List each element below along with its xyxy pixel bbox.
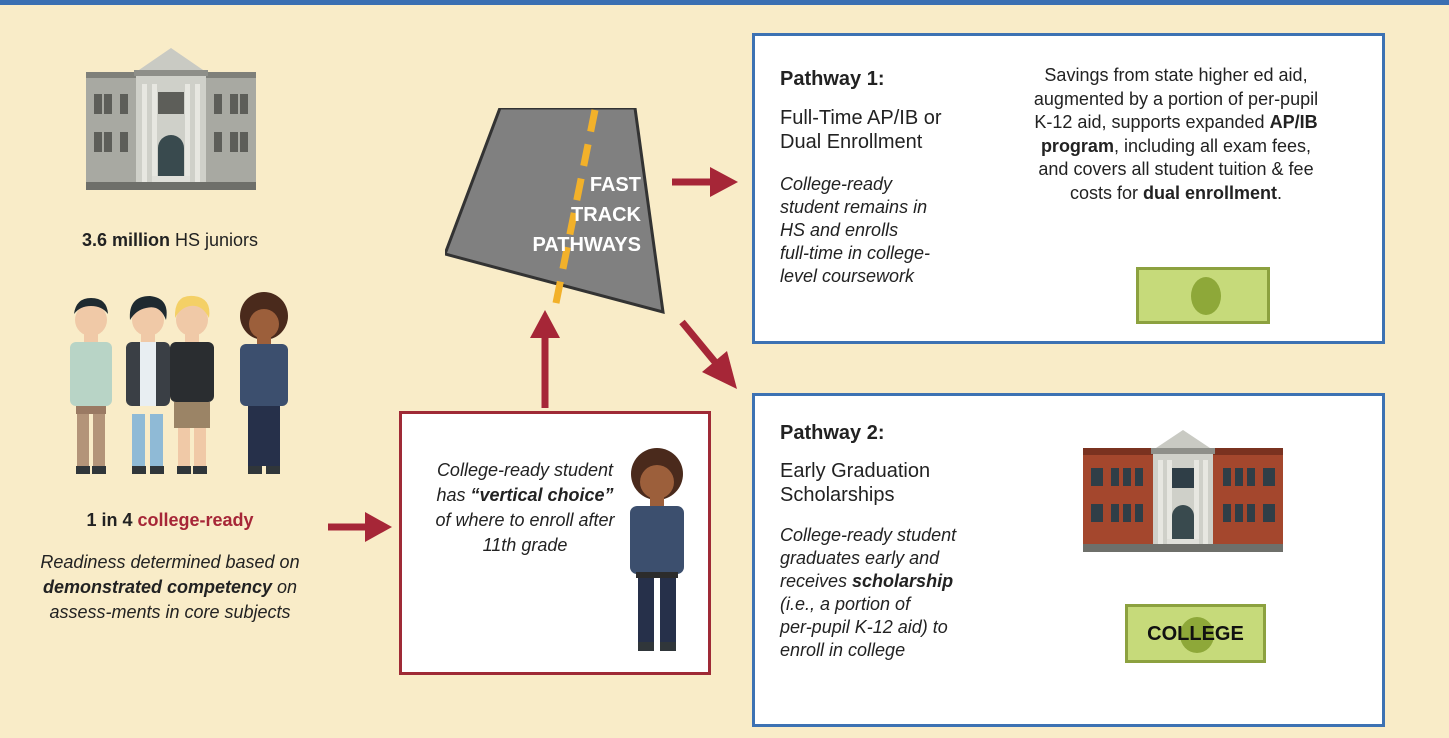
students-group-icon: [70, 292, 288, 474]
college-bill-icon: COLLEGE: [1125, 604, 1266, 663]
fast-track-line-1: FAST: [589, 174, 641, 196]
pathway-2-desc-line-5: per-pupil K-12 aid) to: [780, 617, 948, 637]
pathway-1-desc-line-2: student remains in: [780, 197, 928, 217]
pathway-1-desc-line-4: full-time in college-: [780, 243, 931, 263]
pathway-2-description: College-ready student graduates early an…: [780, 524, 956, 662]
college-ready-stat: 1 in 4 college-ready: [40, 510, 300, 531]
pathway-1-subtitle: Full-Time AP/IB or Dual Enrollment: [780, 106, 942, 154]
pathway-1-subtitle-line-1: Full-Time AP/IB or: [780, 107, 942, 129]
pathway-2-subtitle-line-2: Scholarships: [780, 484, 895, 506]
student-figure-icon: [630, 448, 684, 651]
savings-bold-dual: dual enrollment: [1143, 182, 1278, 203]
savings-text-3: .: [1277, 182, 1283, 203]
pathway-2-desc-line-6: enroll in college: [780, 640, 906, 660]
pathway-2-desc-line-3: receives scholarship: [780, 570, 956, 593]
pathway-1-box: [752, 33, 1385, 344]
pathway-1-title: Pathway 1:: [780, 68, 885, 90]
pathway-1-description: College-ready student remains in HS and …: [780, 173, 930, 288]
pathway-1-subtitle-line-2: Dual Enrollment: [780, 131, 923, 153]
pathway-2-desc-line-2: graduates early and: [780, 548, 940, 568]
pathway-2-title: Pathway 2:: [780, 422, 885, 444]
juniors-stat: 3.6 million HS juniors: [40, 230, 300, 251]
choice-text-2: of where to enroll after 11th grade: [435, 510, 615, 555]
juniors-count: 3.6 million: [81, 230, 170, 250]
college-building-icon: [1083, 430, 1283, 552]
choice-text-1: College-ready student has: [436, 460, 614, 505]
juniors-label: HS juniors: [170, 230, 259, 250]
savings-bold-ap-ib: AP/IB program: [1040, 112, 1318, 156]
college-ready-prefix: 1 in 4: [86, 510, 138, 530]
readiness-bold: demonstrated competency: [42, 577, 273, 597]
high-school-building-icon: [86, 48, 256, 190]
fast-track-road-icon: [445, 108, 665, 314]
pathway-2-desc-line-1: College-ready student: [780, 525, 957, 545]
vertical-choice-text: College-ready student has “vertical choi…: [430, 458, 620, 558]
savings-text-1: Savings from state higher ed aid, augmen…: [1033, 65, 1319, 132]
fast-track-line-3: PATHWAYS: [532, 234, 641, 256]
college-bill-label: COLLEGE: [1147, 623, 1244, 645]
savings-text-2: , including all exam fees, and covers al…: [1038, 135, 1314, 203]
readiness-description: Readiness determined based on demonstrat…: [40, 550, 300, 625]
arrow-to-pathway-2: [679, 319, 718, 365]
pathway-2-subtitle: Early Graduation Scholarships: [780, 459, 930, 507]
pathway-2-desc-line-4: (i.e., a portion of: [780, 594, 911, 614]
pathway-1-desc-line-1: College-ready: [780, 174, 893, 194]
readiness-text-1: Readiness determined based on: [40, 552, 300, 572]
pathway-1-desc-line-5: level coursework: [780, 266, 915, 286]
top-accent-bar: [0, 0, 1449, 5]
dollar-bill-icon: [1136, 267, 1270, 324]
pathway-2-desc-receives: receives: [780, 571, 853, 591]
pathway-1-desc-line-3: HS and enrolls: [780, 220, 899, 240]
readiness-text-2: on assess-ments in core subjects: [49, 577, 298, 622]
choice-text-bold: “vertical choice”: [470, 485, 614, 505]
pathway-1-savings-text: Savings from state higher ed aid, augmen…: [1028, 64, 1324, 205]
college-ready-highlight: college-ready: [137, 510, 254, 530]
pathway-2-desc-scholarship: scholarship: [852, 571, 954, 591]
pathway-2-subtitle-line-1: Early Graduation: [780, 460, 931, 482]
fast-track-line-2: TRACK: [571, 204, 641, 226]
fast-track-label: FAST TRACK PATHWAYS: [503, 170, 641, 260]
